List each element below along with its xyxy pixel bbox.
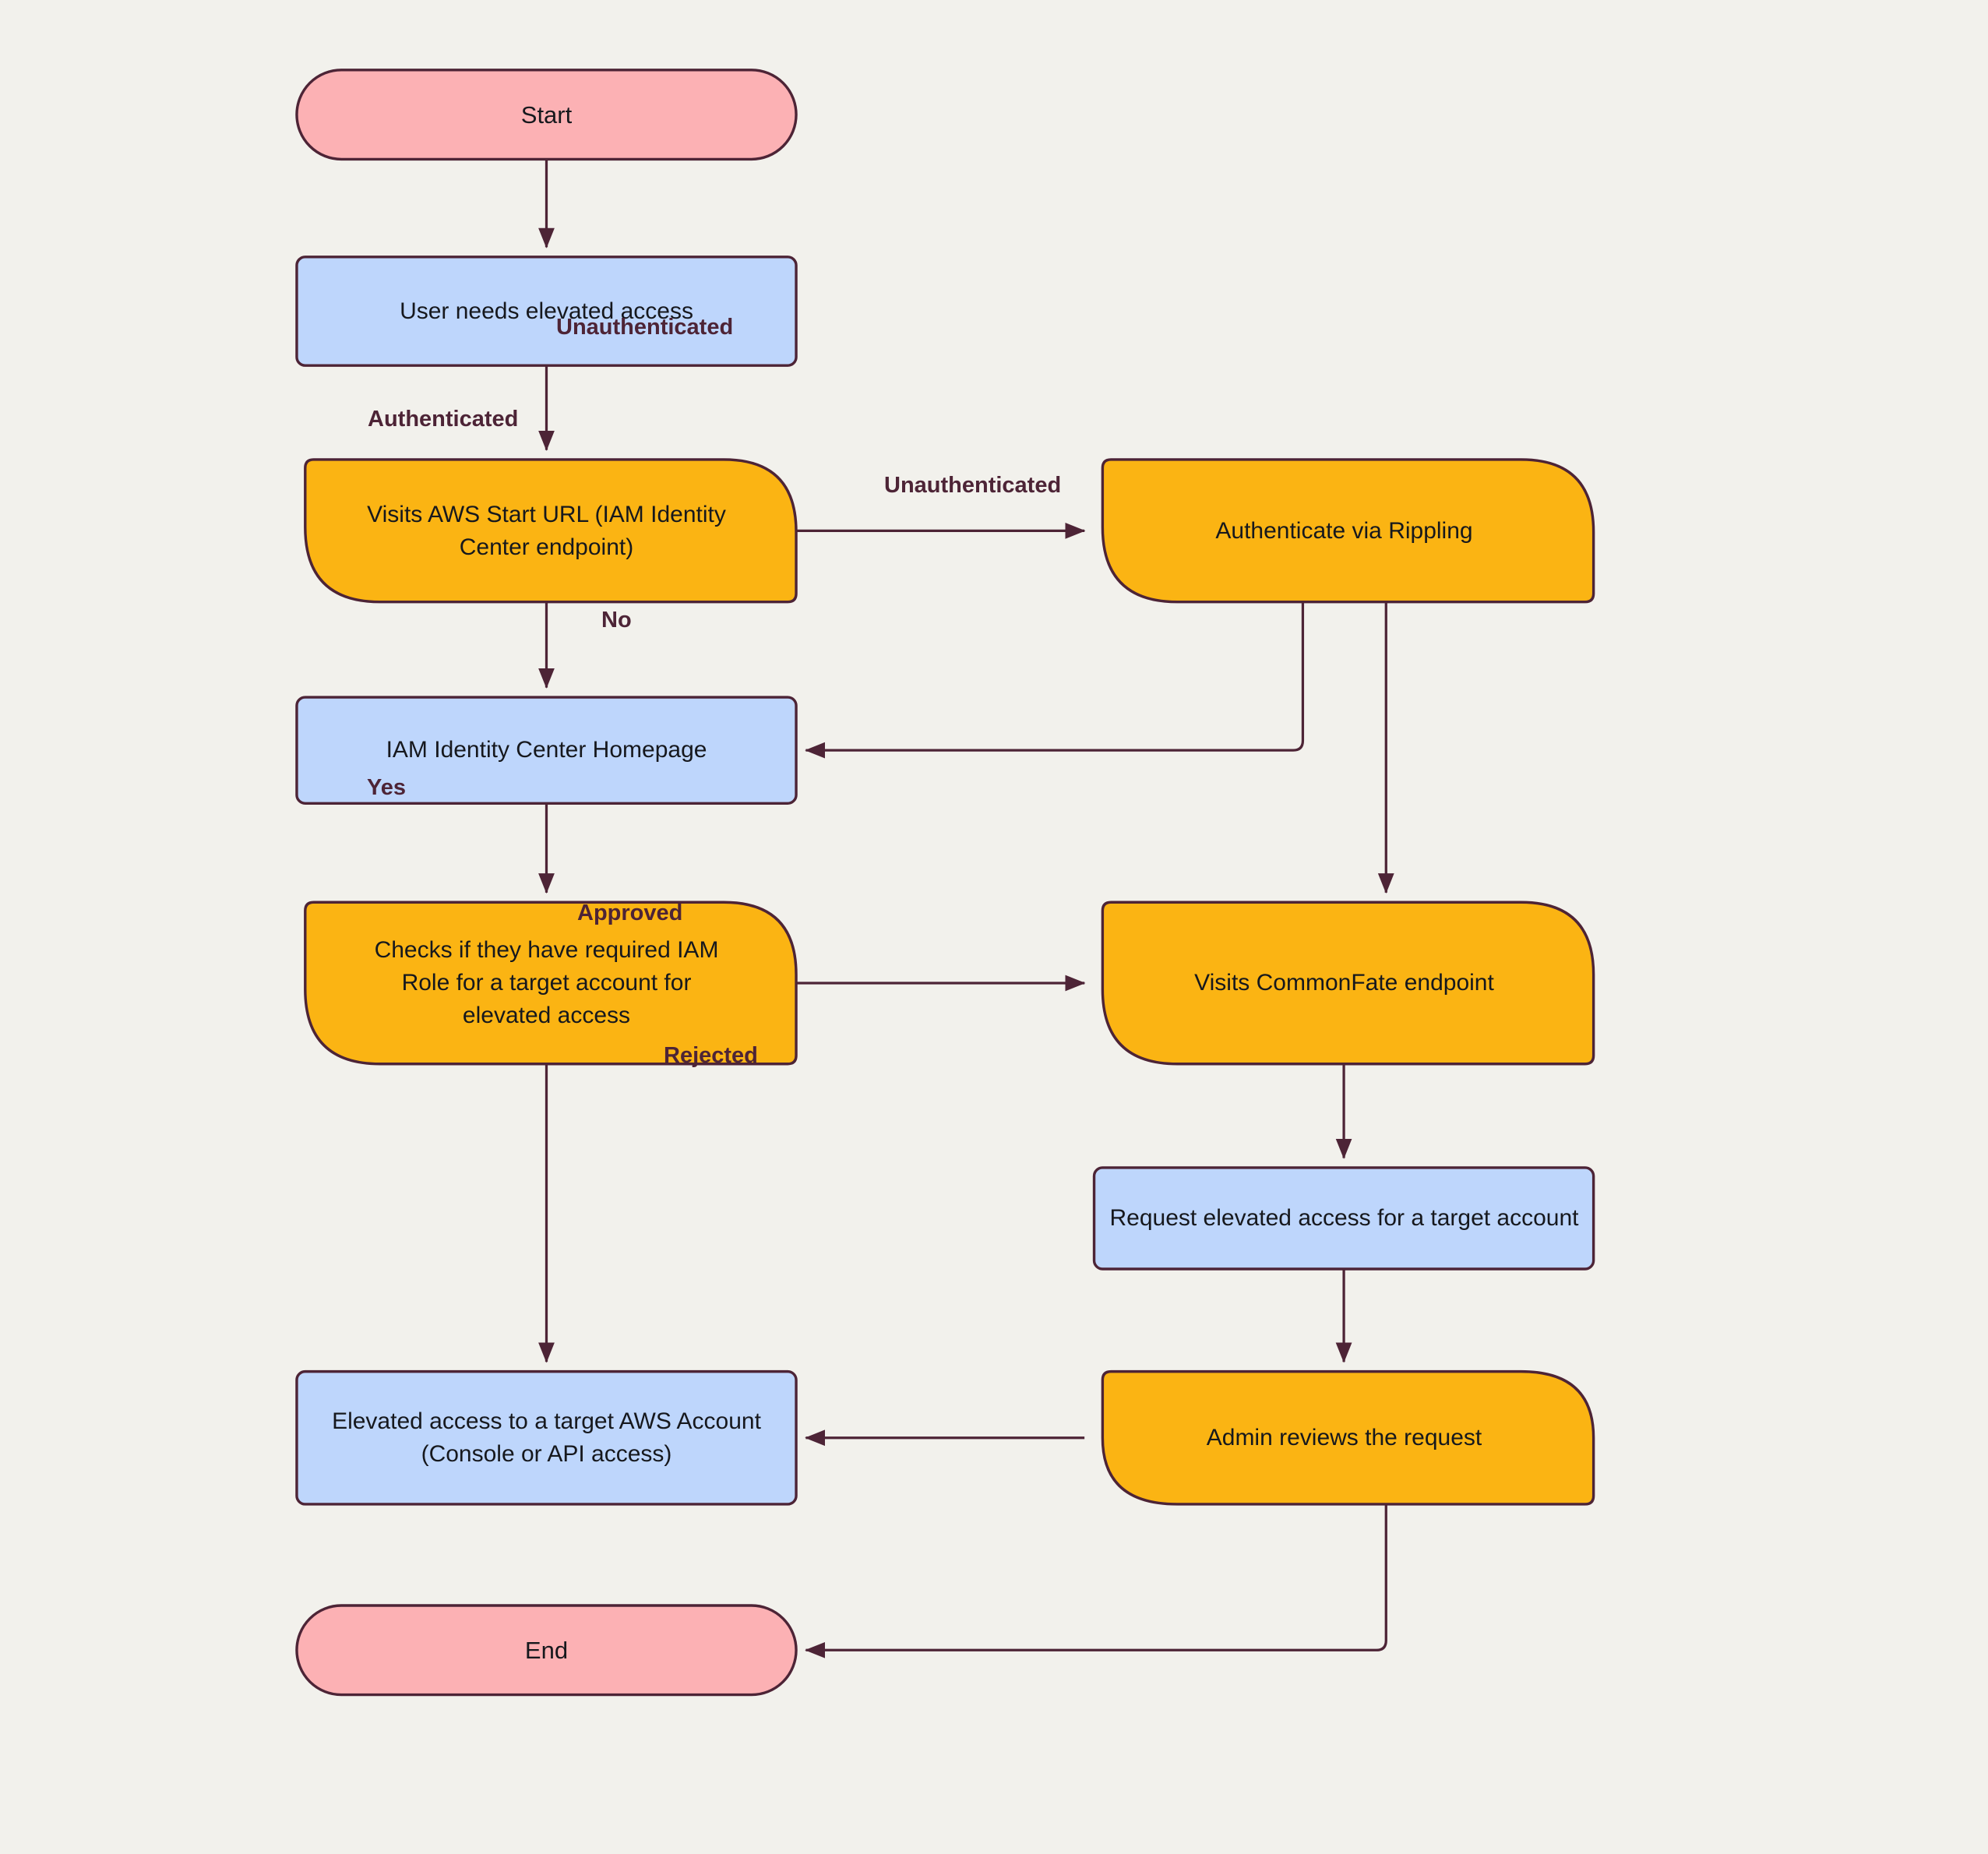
node-elevated-access-target-aws-account[interactable] — [295, 1369, 798, 1506]
edge-label-unauthenticated-top: Unauthenticated — [556, 315, 734, 340]
edge-label-unauthenticated-right: Unauthenticated — [884, 473, 1062, 498]
node-start[interactable] — [295, 69, 798, 161]
node-authenticate-via-rippling[interactable] — [1101, 458, 1595, 604]
edge-label-authenticated: Authenticated — [368, 407, 519, 432]
edge-label-approved: Approved — [577, 901, 683, 925]
node-end[interactable] — [295, 1604, 798, 1697]
nodes-layer — [295, 69, 1595, 1697]
node-request-elevated-access[interactable] — [1092, 1166, 1595, 1271]
node-iam-identity-center-homepage[interactable] — [295, 696, 798, 805]
edge-label-rejected: Rejected — [664, 1043, 758, 1068]
edge-adminreview-to-end — [805, 1503, 1387, 1658]
edges-layer — [538, 159, 1394, 1658]
node-admin-reviews-request[interactable] — [1101, 1369, 1595, 1506]
node-visits-aws-start-url[interactable] — [304, 458, 798, 604]
node-visits-commonfate-endpoint[interactable] — [1101, 901, 1595, 1066]
edge-label-yes: Yes — [367, 775, 406, 800]
node-user-needs-elevated-access[interactable] — [295, 256, 798, 367]
edge-rippling-to-homepage — [805, 601, 1305, 759]
node-checks-required-iam-role[interactable] — [304, 901, 798, 1066]
edge-label-no: No — [601, 608, 632, 633]
